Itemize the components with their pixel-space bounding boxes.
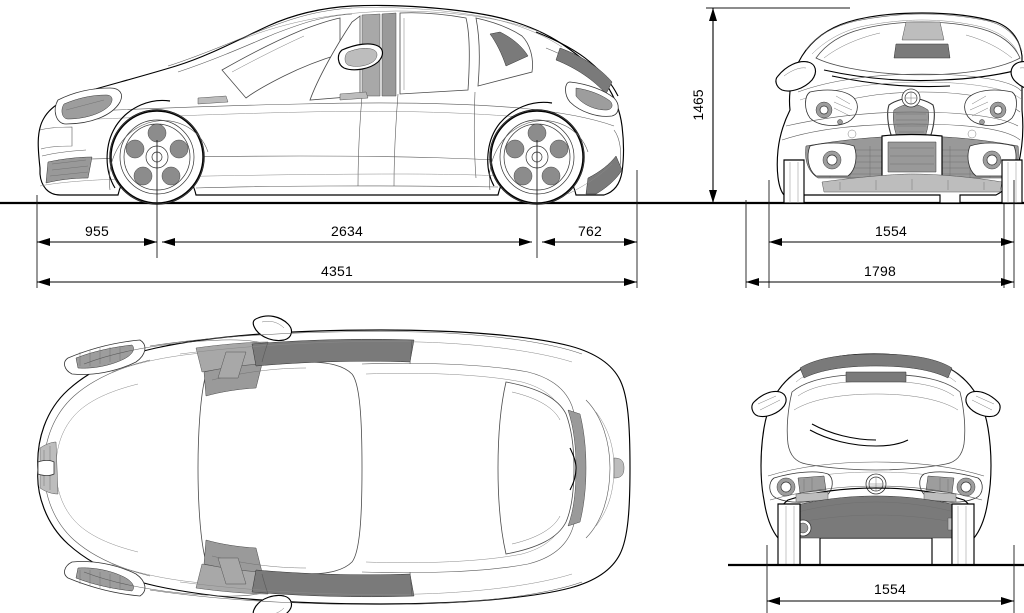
dimension-overall-length-label: 4351 — [321, 263, 353, 279]
dimension-rear-track-label: 1554 — [874, 581, 906, 597]
rear-elevation-view — [728, 353, 1024, 567]
dimension-wheelbase: 2634 — [162, 223, 532, 246]
side-elevation-view — [37, 4, 625, 205]
top-plan-view — [37, 315, 631, 613]
dimension-front-overhang-label: 955 — [85, 223, 109, 239]
front-right-headlamp — [964, 89, 1017, 126]
front-elevation-view — [775, 12, 1024, 204]
rear-view-extension-lines — [766, 545, 1015, 613]
dimension-front-track-label: 1554 — [875, 223, 907, 239]
dimension-wheelbase-label: 2634 — [331, 223, 363, 239]
dimension-overall-length: 4351 — [37, 263, 637, 286]
rear-badge — [865, 473, 887, 495]
front-left-headlamp — [805, 89, 858, 126]
side-view-extension-lines — [36, 140, 638, 288]
dimension-overall-width-label: 1798 — [864, 263, 896, 279]
dimension-overall-height: 1465 — [690, 8, 717, 203]
dimension-rear-overhang-label: 762 — [578, 223, 602, 239]
dimension-overall-height-label: 1465 — [690, 89, 706, 120]
rear-right-taillamp — [919, 471, 983, 503]
dimension-front-track: 1554 — [769, 223, 1014, 246]
front-view-extension-lines — [706, 7, 1015, 288]
dimension-rear-overhang: 762 — [542, 223, 637, 246]
dimension-rear-track: 1554 — [767, 581, 1014, 605]
dimension-front-overhang: 955 — [37, 223, 157, 246]
dimension-overall-width: 1798 — [746, 263, 1014, 286]
